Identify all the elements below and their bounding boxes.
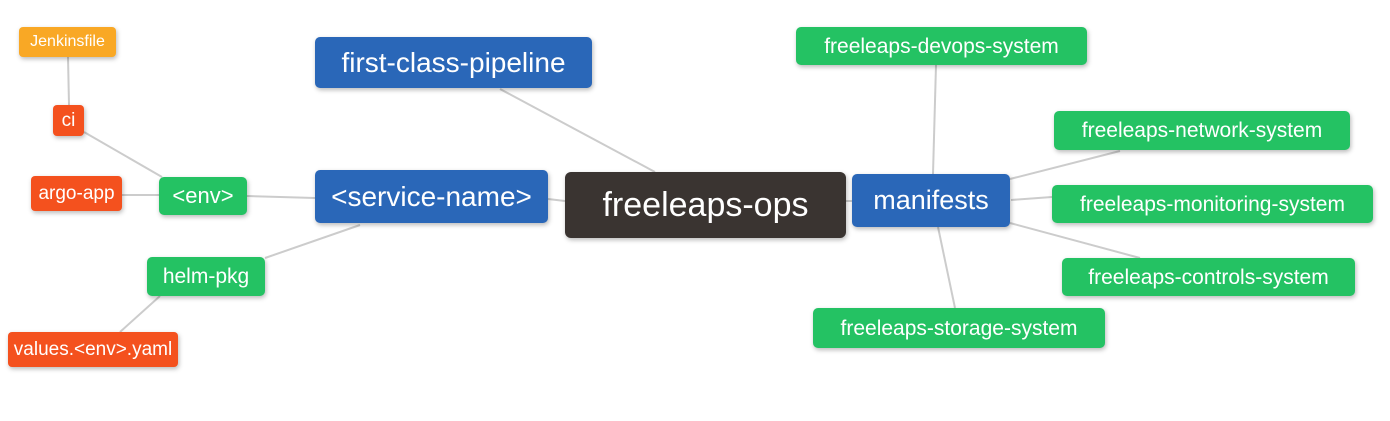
node-first-class-pipeline[interactable]: first-class-pipeline [315,37,592,88]
edge-manifests-devops [932,64,937,175]
node-env[interactable]: <env> [159,177,247,215]
node-values-env-yaml[interactable]: values.<env>.yaml [8,332,178,367]
edge-manifests-network [1009,150,1121,180]
edge-env-service-name [246,195,316,199]
edge-service-name-ops [547,198,566,202]
edge-values-helm-pkg [119,295,161,333]
node-helm-pkg[interactable]: helm-pkg [147,257,265,296]
node-freeleaps-devops-system[interactable]: freeleaps-devops-system [796,27,1087,65]
edge-helm-pkg-service-name [264,224,361,259]
node-freeleaps-ops-root[interactable]: freeleaps-ops [565,172,846,238]
edge-jenkinsfile-ci [67,56,70,106]
node-manifests[interactable]: manifests [852,174,1010,227]
node-freeleaps-controls-system[interactable]: freeleaps-controls-system [1062,258,1355,296]
edge-pipeline-ops [499,88,656,173]
edge-ci-env [83,131,163,178]
node-jenkinsfile[interactable]: Jenkinsfile [19,27,116,57]
node-ci[interactable]: ci [53,105,84,136]
node-freeleaps-storage-system[interactable]: freeleaps-storage-system [813,308,1105,348]
edge-manifests-storage [937,226,956,309]
node-service-name[interactable]: <service-name> [315,170,548,223]
node-argo-app[interactable]: argo-app [31,176,122,211]
edge-manifests-monitoring [1010,196,1053,201]
node-freeleaps-monitoring-system[interactable]: freeleaps-monitoring-system [1052,185,1373,223]
edge-manifests-controls [1009,222,1141,259]
node-freeleaps-network-system[interactable]: freeleaps-network-system [1054,111,1350,150]
